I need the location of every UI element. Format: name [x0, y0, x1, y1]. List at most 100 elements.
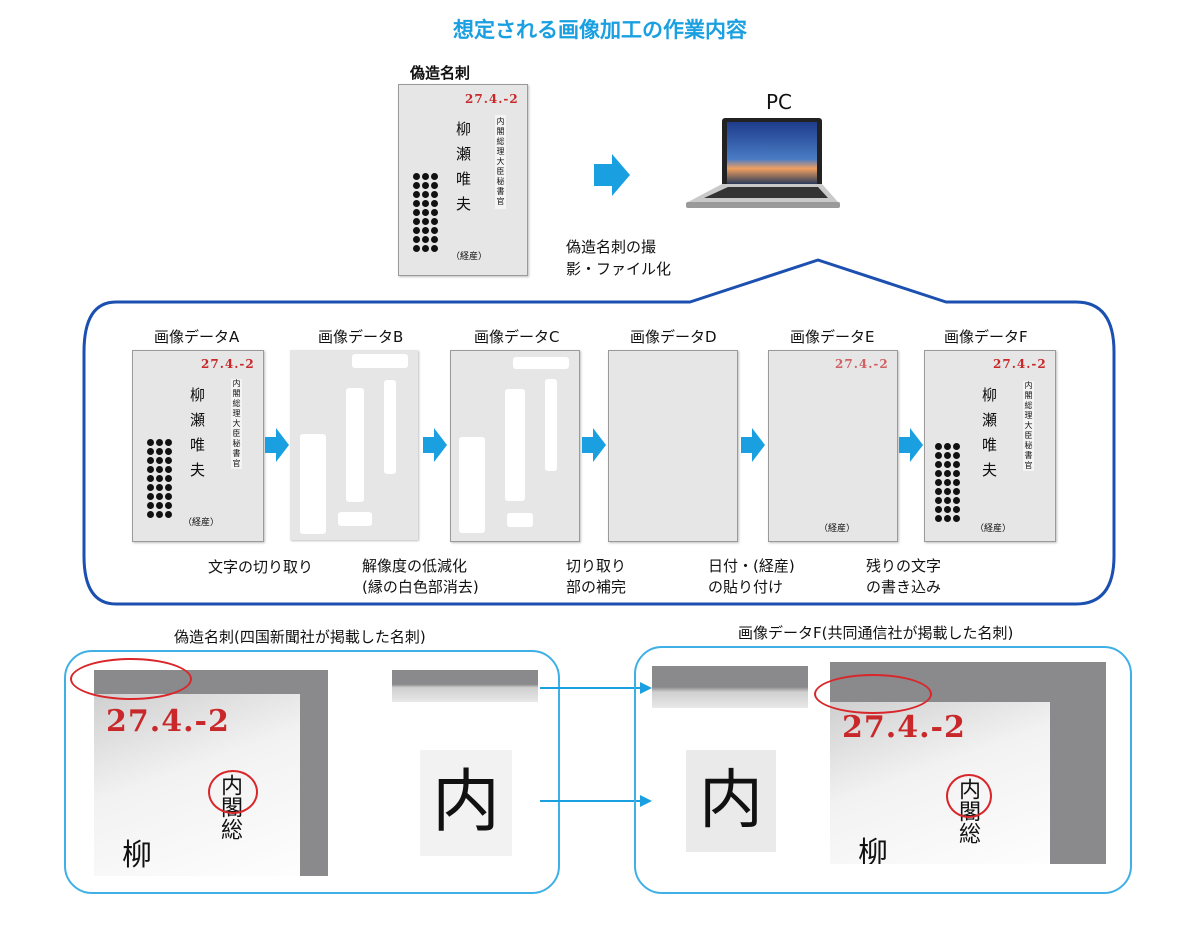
redaction-dot [953, 515, 960, 522]
zoom-photo-left: 27.4.-2 内閣総 柳 [94, 670, 328, 876]
redaction-dot [165, 457, 172, 464]
redaction-dot [147, 439, 154, 446]
redaction-dot [165, 439, 172, 446]
redaction-dot [431, 200, 438, 207]
highlight-ring [208, 770, 258, 814]
redaction-dot [147, 493, 154, 500]
redaction-dot [944, 452, 951, 459]
redaction-dot [413, 209, 420, 216]
redaction-dot [431, 227, 438, 234]
stage-f-label: 画像データF [944, 328, 1028, 346]
redaction-dot [422, 218, 429, 225]
stage-b-label: 画像データB [318, 328, 404, 346]
stage-f-date: 27.4.-2 [993, 357, 1047, 371]
redaction-dot [953, 479, 960, 486]
redaction-dot [147, 502, 154, 509]
page-title: 想定される画像加工の作業内容 [453, 18, 747, 42]
redaction-dot [953, 506, 960, 513]
redaction-dot [147, 484, 154, 491]
redaction-dot [431, 209, 438, 216]
redaction-dot [953, 443, 960, 450]
redaction-dot [935, 515, 942, 522]
redaction-dot [147, 448, 154, 455]
redaction-dot [156, 493, 163, 500]
stage-e-note: 日付・(経産) の貼り付け [708, 557, 795, 596]
redaction-dot [944, 461, 951, 468]
redaction-dot [944, 515, 951, 522]
redaction-dot [147, 475, 154, 482]
redaction-dot [953, 470, 960, 477]
redaction-dot [156, 439, 163, 446]
redaction-dot [935, 461, 942, 468]
zoom-right-date: 27.4.-2 [842, 710, 966, 745]
arrow-right-icon [265, 428, 289, 462]
card-ministry: （経産） [451, 252, 488, 262]
fake-card-label: 偽造名刺 [410, 64, 471, 82]
redaction-dot [944, 443, 951, 450]
redaction-dot [413, 236, 420, 243]
redaction-dot [935, 506, 942, 513]
redaction-dot [935, 488, 942, 495]
redaction-dot [935, 443, 942, 450]
edge-crop-left [392, 670, 538, 702]
redaction-dot [431, 236, 438, 243]
highlight-ring [946, 774, 992, 818]
stage-c-label: 画像データC [474, 328, 560, 346]
card-name: 柳瀬唯夫 [454, 121, 472, 221]
stage-b-note: 解像度の低減化 (縁の白色部消去) [362, 557, 479, 596]
redaction-dot [165, 511, 172, 518]
redaction-dot [935, 479, 942, 486]
zoom-photo-right: 27.4.-2 内閣総 柳 [830, 662, 1106, 864]
redaction-dot [422, 245, 429, 252]
redaction-dot [147, 511, 154, 518]
redaction-dot [156, 502, 163, 509]
card-dots [413, 173, 438, 252]
char-crop-right: 内 [686, 750, 776, 852]
redaction-dot [422, 182, 429, 189]
stage-a-position: 内閣総理大臣秘書官 [231, 379, 242, 469]
zoom-right-name: 柳 [858, 836, 888, 864]
card-date: 27.4.-2 [465, 92, 519, 106]
redaction-dot [413, 245, 420, 252]
redaction-dot [165, 484, 172, 491]
zoom-box-left [64, 650, 560, 894]
redaction-dot [953, 452, 960, 459]
redaction-dot [431, 191, 438, 198]
stage-f-dots [935, 443, 960, 522]
redaction-dot [165, 448, 172, 455]
redaction-dot [156, 511, 163, 518]
stage-a-card: 27.4.-2 柳瀬唯夫 内閣総理大臣秘書官 （経産） [132, 350, 264, 542]
redaction-dot [935, 497, 942, 504]
redaction-dot [944, 488, 951, 495]
redaction-dot [422, 227, 429, 234]
stage-f-note: 残りの文字 の書き込み [866, 557, 942, 596]
stage-f-name: 柳瀬唯夫 [980, 387, 998, 487]
stage-a-note: 文字の切り取り [208, 558, 314, 576]
redaction-dot [165, 475, 172, 482]
redaction-dot [147, 466, 154, 473]
stage-f-ministry: （経産） [975, 524, 1012, 534]
redaction-dot [156, 448, 163, 455]
stage-d-label: 画像データD [630, 328, 717, 346]
redaction-dot [422, 191, 429, 198]
arrow-right-icon [741, 428, 765, 462]
redaction-dot [422, 236, 429, 243]
stage-e-card: 27.4.-2 （経産） [768, 350, 898, 542]
redaction-dot [431, 173, 438, 180]
redaction-dot [935, 470, 942, 477]
bottom-right-label: 画像データF(共同通信社が掲載した名刺) [738, 624, 1014, 642]
redaction-dot [431, 218, 438, 225]
redaction-dot [422, 200, 429, 207]
redaction-dot [413, 173, 420, 180]
redaction-dot [413, 218, 420, 225]
stage-e-label: 画像データE [790, 328, 875, 346]
zoom-box-right [634, 646, 1132, 894]
stage-a-date: 27.4.-2 [201, 357, 255, 371]
redaction-dot [413, 191, 420, 198]
stage-a-name: 柳瀬唯夫 [188, 387, 206, 487]
photo-step-note: 偽造名刺の撮影・ファイル化 [566, 238, 672, 278]
redaction-dot [944, 497, 951, 504]
redaction-dot [944, 470, 951, 477]
redaction-dot [413, 200, 420, 207]
redaction-dot [953, 461, 960, 468]
